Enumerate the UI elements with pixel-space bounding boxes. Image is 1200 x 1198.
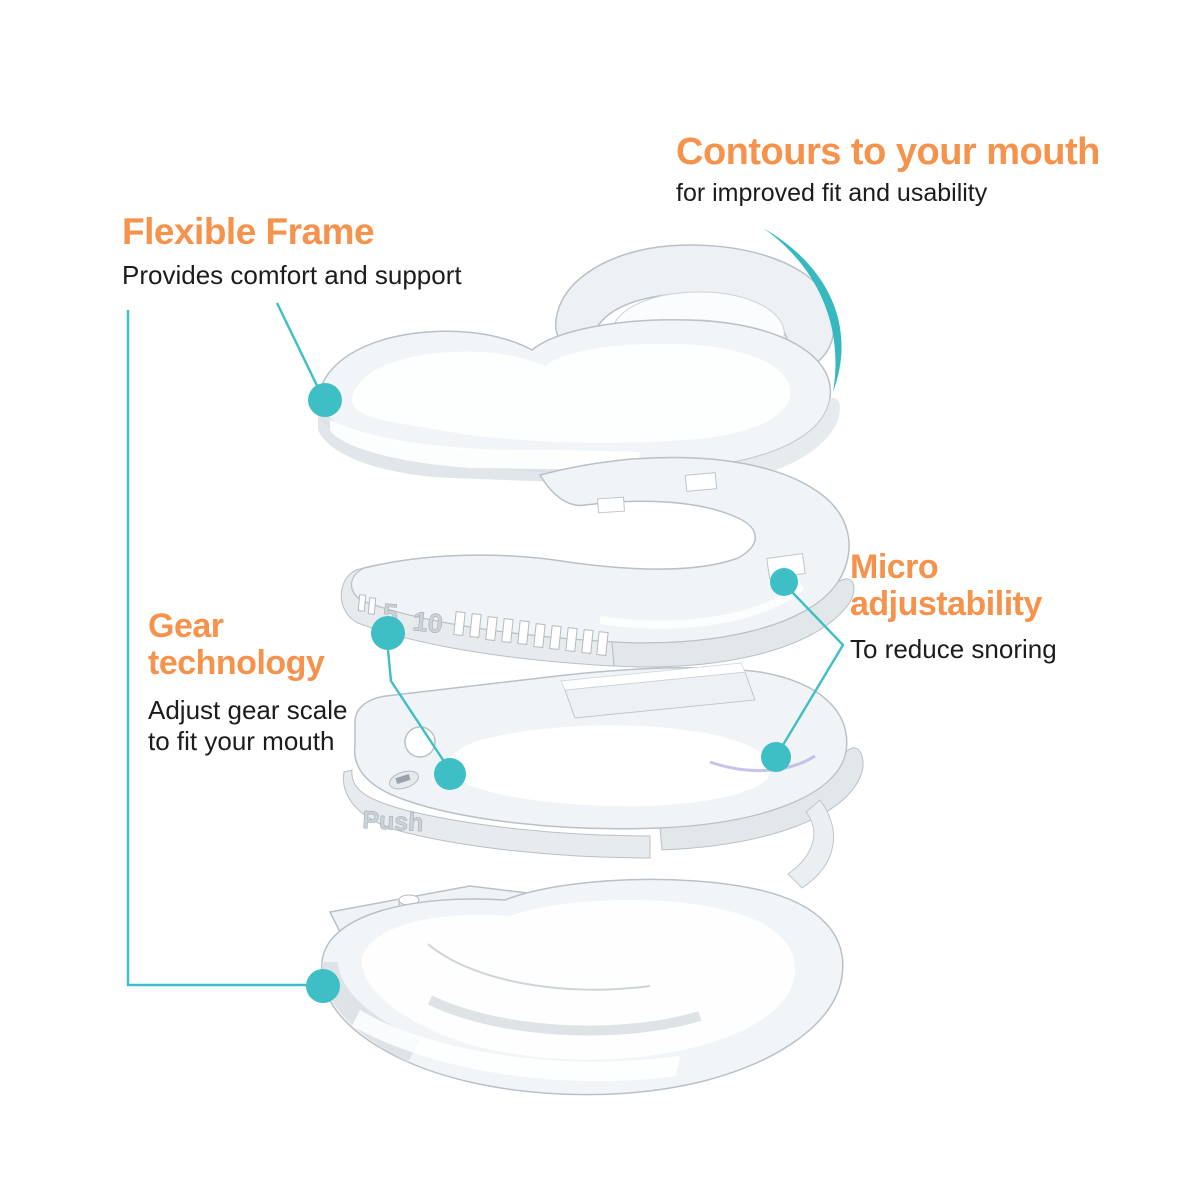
contours-subtitle: for improved fit and usability [676,179,988,208]
gear-line [386,649,451,770]
micro-adjustability-title: Micro adjustability [850,548,1042,623]
contours-swoosh-arc [763,228,842,392]
dot-bottom-tray [306,969,340,1003]
callout-contours: Contours to your mouth for improved fit … [676,131,1146,209]
push-embossed-label: Push [362,806,425,837]
gear-scale-number-10: 10 [411,606,444,639]
callout-lines [126,302,845,987]
callout-dots [306,228,842,1003]
layer-gear-plate: 5 10 [340,456,855,668]
micro-adjustability-subtitle: To reduce snoring [850,634,1057,665]
flexible-frame-subtitle: Provides comfort and support [122,259,462,290]
layer-bottom-tray [320,878,844,1096]
gear-technology-title: Gear technology [148,607,325,682]
dot-flexible-frame [308,383,342,417]
dot-push-plate [434,758,466,790]
callout-flexible-frame: Flexible Frame Provides comfort and supp… [122,212,542,291]
gear-technology-subtitle: Adjust gear scale to fit your mouth [148,695,348,757]
purple-accent-line [709,754,816,772]
layer-push-plate: Push [342,662,864,889]
flexible-frame-line [275,302,325,399]
micro-line [778,591,845,751]
gear-scale-ticks [357,594,609,657]
callout-gear-technology: Gear technology Adjust gear scale to fit… [148,608,368,757]
dot-micro-top [770,568,798,596]
callout-micro-adjustability: Micro adjustability To reduce snoring [850,549,1105,665]
contours-title: Contours to your mouth [676,131,1100,173]
dot-gear-scale [371,616,405,650]
dot-micro-bottom [761,742,791,772]
flexible-frame-title: Flexible Frame [122,211,375,252]
layer-top-tray [317,244,840,493]
left-elbow-line [126,310,312,987]
